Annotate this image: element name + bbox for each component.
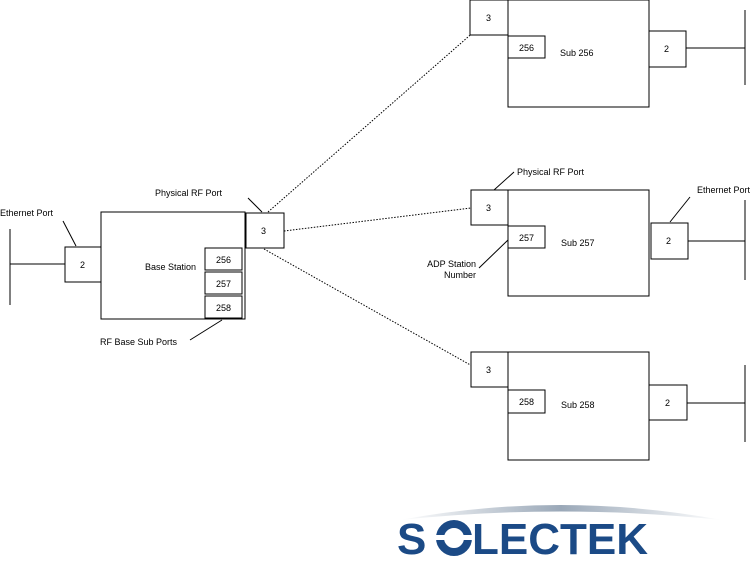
- logo-swoosh: [400, 505, 722, 520]
- subscriber-257-group: Sub 257 3 257 2: [470, 189, 746, 297]
- sub-258-station-number-box: [507, 389, 546, 414]
- sub-256-station-number-box: [507, 35, 546, 59]
- subscriber-258-group: Sub 258 3 258 2: [470, 351, 746, 461]
- sub-258-label: Sub 258: [561, 400, 595, 410]
- annotation-adp-station-line1: ADP Station: [427, 259, 476, 269]
- logo-letter-s: S: [397, 515, 426, 562]
- base-sub-port-258: [204, 295, 243, 319]
- sub-256-ethernet-port: [648, 30, 687, 68]
- annotation-ethernet-port-right: Ethernet Port: [697, 185, 751, 195]
- subscriber-256-group: Sub 256 3 256 2: [469, 0, 746, 108]
- base-station-group: Base Station 2 3 256 257 258: [9, 211, 285, 320]
- base-sub-port-257: [204, 271, 243, 295]
- sub-258-ethernet-port: [648, 384, 688, 421]
- base-rf-port: [245, 212, 285, 249]
- sub-256-rf-port: [469, 0, 509, 36]
- leader-ethernet-port-right: [669, 196, 691, 223]
- leader-physical-rf-port-sub: [493, 171, 515, 191]
- sub-257-ethernet-port: [650, 222, 689, 260]
- leader-physical-rf-port-base: [247, 197, 263, 213]
- sub-257-rf-port: [470, 189, 509, 226]
- sub-257-station-number: 257: [519, 233, 534, 243]
- logo-o-icon: [434, 520, 474, 556]
- logo-text-suffix: LECTEK: [472, 515, 648, 562]
- annotation-physical-rf-port-base: Physical RF Port: [155, 188, 223, 198]
- sub-257-rf-port-number: 3: [486, 203, 491, 213]
- base-rf-port-number: 3: [261, 226, 266, 236]
- annotation-ethernet-port-left: Ethernet Port: [0, 208, 54, 218]
- sub-257-ethernet-port-number: 2: [666, 236, 671, 246]
- sub-258-ethernet-port-number: 2: [665, 398, 670, 408]
- sub-258-rf-port: [470, 351, 509, 388]
- sub-258-rf-port-number: 3: [486, 365, 491, 375]
- base-ethernet-port-number: 2: [80, 260, 85, 270]
- base-ethernet-port: [64, 246, 102, 283]
- base-sub-port-257-label: 257: [216, 279, 231, 289]
- base-sub-port-256-label: 256: [216, 255, 231, 265]
- annotation-physical-rf-port-sub: Physical RF Port: [517, 167, 585, 177]
- annotation-rf-base-sub-ports: RF Base Sub Ports: [100, 337, 178, 347]
- rf-link-sub258: [263, 248, 475, 368]
- sub-257-label: Sub 257: [561, 238, 595, 248]
- base-sub-port-258-label: 258: [216, 303, 231, 313]
- sub-258-station-number: 258: [519, 397, 534, 407]
- sub-257-station-number-box: [507, 225, 546, 249]
- sub-256-label: Sub 256: [560, 48, 594, 58]
- base-station-label: Base Station: [145, 262, 196, 272]
- leader-adp-station: [478, 239, 509, 269]
- leader-rf-base-sub-ports: [189, 319, 223, 341]
- base-sub-port-256: [204, 247, 243, 271]
- rf-link-sub256: [267, 29, 477, 213]
- leader-ethernet-port-left: [62, 220, 77, 247]
- solectek-logo: S LECTEK: [397, 505, 722, 562]
- annotation-adp-station-line2: Number: [444, 270, 476, 280]
- rf-link-sub257: [283, 207, 472, 232]
- sub-256-rf-port-number: 3: [486, 13, 491, 23]
- sub-256-ethernet-port-number: 2: [664, 44, 669, 54]
- sub-256-station-number: 256: [519, 43, 534, 53]
